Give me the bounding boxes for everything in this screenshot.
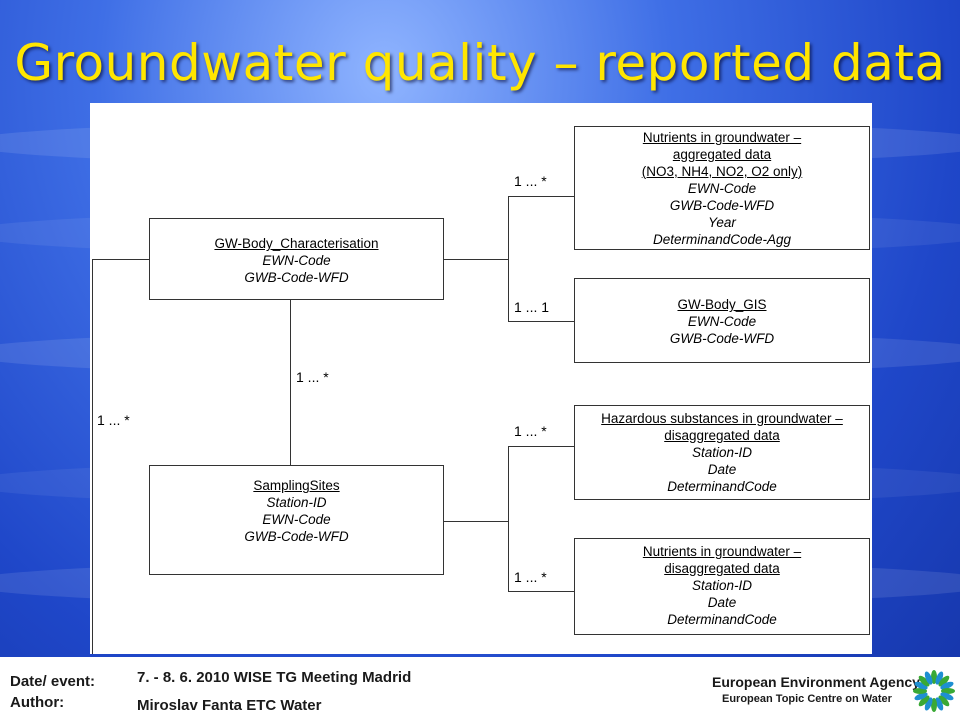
connector-line bbox=[508, 196, 574, 197]
slide-footer: Date/ event: Author: 7. - 8. 6. 2010 WIS… bbox=[0, 657, 960, 720]
entity-field: DeterminandCode-Agg bbox=[652, 232, 792, 247]
entity-field: Station-ID bbox=[691, 578, 753, 593]
entity-header: disaggregated data bbox=[664, 561, 780, 576]
entity-header: disaggregated data bbox=[664, 428, 780, 443]
logo-line-2: European Topic Centre on Water bbox=[722, 693, 892, 705]
entity-field: Year bbox=[708, 215, 736, 230]
logo-petal bbox=[924, 671, 933, 685]
entity-header: aggregated data bbox=[672, 147, 772, 162]
cardinality-label: 1 ... * bbox=[296, 369, 329, 385]
date-event-label: Date/ event: bbox=[10, 673, 96, 690]
entity-header: Nutrients in groundwater – bbox=[642, 544, 802, 559]
logo-petal bbox=[918, 695, 930, 707]
entity-header: SamplingSites bbox=[253, 478, 340, 493]
entity-header: GW-Body_Characterisation bbox=[214, 236, 379, 251]
entity-field: GWB-Code-WFD bbox=[669, 198, 775, 213]
connector-line bbox=[508, 446, 509, 592]
entity-header: (NO3, NH4, NO2, O2 only) bbox=[641, 164, 803, 179]
entity-field: EWN-Code bbox=[262, 253, 331, 268]
entity-sampling-sites: SamplingSites Station-ID EWN-Code GWB-Co… bbox=[149, 465, 444, 575]
slide-title: Groundwater quality – reported data bbox=[14, 34, 946, 92]
author-value: Miroslav Fanta ETC Water bbox=[137, 697, 322, 714]
entity-field: EWN-Code bbox=[262, 512, 331, 527]
logo-petal bbox=[938, 695, 950, 707]
eea-logo-icon bbox=[913, 670, 955, 712]
entity-field: GWB-Code-WFD bbox=[669, 331, 775, 346]
entity-field: EWN-Code bbox=[687, 314, 757, 329]
entity-field: EWN-Code bbox=[687, 181, 757, 196]
cardinality-label: 1 ... * bbox=[514, 423, 547, 439]
logo-petal bbox=[941, 688, 955, 694]
logo-petal bbox=[914, 692, 928, 701]
cardinality-label: 1 ... * bbox=[97, 412, 130, 428]
logo-petal bbox=[918, 675, 930, 687]
cardinality-label: 1 ... * bbox=[514, 173, 547, 189]
entity-header: Hazardous substances in groundwater – bbox=[601, 411, 843, 426]
logo-line-1: European Environment Agency bbox=[712, 674, 920, 690]
er-diagram: GW-Body_Characterisation EWN-Code GWB-Co… bbox=[90, 103, 872, 654]
connector-line bbox=[508, 591, 574, 592]
logo-petal bbox=[931, 698, 937, 712]
connector-line bbox=[508, 446, 574, 447]
entity-field: Date bbox=[707, 462, 737, 477]
connector-line bbox=[290, 299, 291, 466]
connector-line bbox=[508, 321, 574, 322]
connector-line bbox=[443, 521, 508, 522]
connector-line bbox=[92, 259, 93, 654]
logo-petal bbox=[940, 692, 954, 701]
logo-petal bbox=[913, 688, 927, 694]
entity-header: GW-Body_GIS bbox=[677, 297, 767, 312]
entity-field: DeterminandCode bbox=[667, 479, 777, 494]
logo-petal bbox=[940, 681, 954, 690]
cardinality-label: 1 ... 1 bbox=[514, 299, 550, 315]
entity-field: Date bbox=[707, 595, 737, 610]
entity-nutrients-aggregated: Nutrients in groundwater – aggregated da… bbox=[574, 126, 870, 250]
eea-logo: European Environment Agency European Top… bbox=[712, 668, 956, 714]
entity-field: GWB-Code-WFD bbox=[244, 270, 349, 285]
entity-field: Station-ID bbox=[691, 445, 753, 460]
entity-nutrients-disaggregated: Nutrients in groundwater – disaggregated… bbox=[574, 538, 870, 635]
entity-field: GWB-Code-WFD bbox=[244, 529, 349, 544]
connector-line bbox=[92, 259, 149, 260]
connector-line bbox=[443, 259, 508, 260]
connector-line bbox=[508, 196, 509, 322]
logo-petal bbox=[924, 697, 933, 711]
logo-petal bbox=[938, 675, 950, 687]
logo-petal bbox=[935, 671, 944, 685]
author-label: Author: bbox=[10, 694, 65, 711]
entity-gw-body-gis: GW-Body_GIS EWN-Code GWB-Code-WFD bbox=[574, 278, 870, 363]
entity-header: Nutrients in groundwater – bbox=[642, 130, 802, 145]
logo-petal bbox=[931, 670, 937, 684]
entity-field: DeterminandCode bbox=[667, 612, 777, 627]
entity-hazardous-substances: Hazardous substances in groundwater – di… bbox=[574, 405, 870, 500]
cardinality-label: 1 ... * bbox=[514, 569, 547, 585]
date-event-value: 7. - 8. 6. 2010 WISE TG Meeting Madrid bbox=[137, 669, 412, 686]
entity-gw-body-characterisation: GW-Body_Characterisation EWN-Code GWB-Co… bbox=[149, 218, 444, 300]
logo-petal bbox=[914, 681, 928, 690]
logo-petal bbox=[935, 697, 944, 711]
entity-field: Station-ID bbox=[266, 495, 327, 510]
